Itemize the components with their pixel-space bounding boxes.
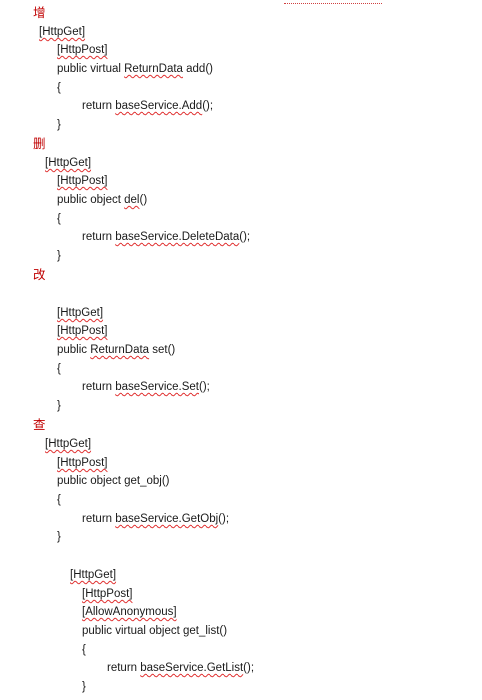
attr-httppost: [HttpPost]: [57, 44, 108, 56]
attr-httpget: [HttpGet]: [39, 26, 86, 38]
attr-httpget: [HttpGet]: [45, 438, 92, 450]
method-signature-del: public object del(): [57, 194, 148, 206]
close-brace: }: [82, 681, 86, 693]
return-set: return baseService.Set();: [82, 381, 210, 393]
return-add: return baseService.Add();: [82, 100, 214, 112]
heading-query: 查: [33, 418, 46, 432]
attr-httppost: [HttpPost]: [82, 588, 133, 600]
return-get-obj: return baseService.GetObj();: [82, 513, 230, 525]
attr-httpget: [HttpGet]: [70, 569, 117, 581]
heading-update: 改: [33, 268, 46, 282]
open-brace: {: [57, 363, 61, 375]
attr-httpget: [HttpGet]: [57, 307, 104, 319]
attr-allowanonymous: [AllowAnonymous]: [82, 606, 177, 618]
heading-delete: 删: [33, 137, 46, 151]
method-signature-set: public ReturnData set(): [57, 344, 176, 356]
open-brace: {: [57, 213, 61, 225]
close-brace: }: [57, 400, 61, 412]
return-del: return baseService.DeleteData();: [82, 231, 251, 243]
method-signature-get-obj: public object get_obj(): [57, 475, 170, 487]
close-brace: }: [57, 250, 61, 262]
method-signature-get-list: public virtual object get_list(): [82, 625, 228, 637]
close-brace: }: [57, 531, 61, 543]
close-brace: }: [57, 119, 61, 131]
open-brace: {: [57, 494, 61, 506]
return-get-list: return baseService.GetList();: [107, 662, 255, 674]
attr-httpget: [HttpGet]: [45, 157, 92, 169]
open-brace: {: [82, 644, 86, 656]
method-signature-add: public virtual ReturnData add(): [57, 63, 213, 75]
open-brace: {: [57, 82, 61, 94]
spellcheck-mark: [284, 0, 382, 4]
heading-add: 增: [33, 6, 46, 20]
attr-httppost: [HttpPost]: [57, 325, 108, 337]
attr-httppost: [HttpPost]: [57, 457, 108, 469]
attr-httppost: [HttpPost]: [57, 175, 108, 187]
